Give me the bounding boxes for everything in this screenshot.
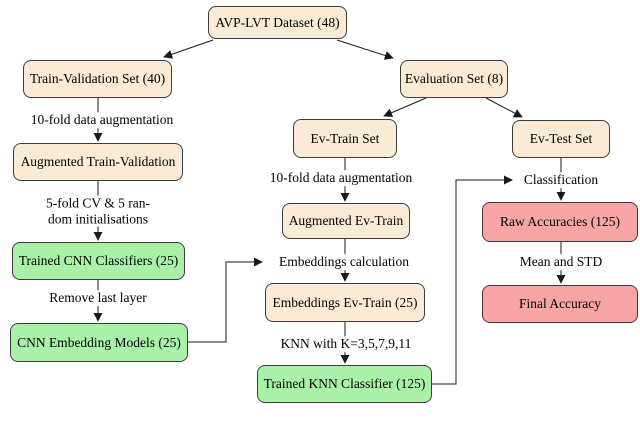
edge-label-mean-std: Mean and STD [516, 254, 606, 270]
node-label: CNN Embedding Models (25) [17, 334, 181, 350]
node-augmented-ev-train: Augmented Ev-Train [282, 203, 410, 239]
node-evaluation-set: Evaluation Set (8) [400, 60, 508, 98]
edge-label-classification: Classification [520, 172, 602, 188]
edge-label-cv-initialisations: 5-fold CV & 5 ran- dom initialisations [43, 195, 153, 227]
edge-label-remove-last-layer: Remove last layer [46, 290, 150, 306]
node-embeddings-ev-train: Embeddings Ev-Train (25) [265, 283, 425, 322]
node-label: Trained KNN Classifier (125) [263, 376, 426, 392]
node-label: AVP-LVT Dataset (48) [215, 14, 340, 30]
node-trained-knn-classifier: Trained KNN Classifier (125) [257, 365, 432, 403]
node-label: Augmented Train-Validation [20, 154, 176, 170]
edge-label-ev-augmentation: 10-fold data augmentation [266, 170, 416, 186]
node-label: Final Accuracy [518, 296, 602, 312]
edge-label-line: dom initialisations [47, 211, 149, 226]
edge-embedding-models-to-embeddings-calculation [188, 257, 263, 343]
node-label: Ev-Test Set [529, 131, 593, 147]
edge-evaluation-to-ev-test [485, 97, 523, 118]
node-raw-accuracies: Raw Accuracies (125) [482, 202, 638, 242]
edge-label-tv-augmentation: 10-fold data augmentation [27, 112, 177, 128]
node-label: Ev-Train Set [310, 130, 380, 146]
edge-label-line: 5-fold CV & 5 ran- [46, 195, 150, 211]
edge-dataset-to-evaluation [336, 39, 394, 60]
edge-label-knn-k: KNN with K=3,5,7,9,11 [277, 336, 415, 352]
node-ev-test-set: Ev-Test Set [512, 120, 610, 158]
edge-knn-to-classification [432, 175, 513, 385]
node-label: Evaluation Set (8) [404, 71, 504, 87]
node-label: Embeddings Ev-Train (25) [272, 294, 418, 310]
node-final-accuracy: Final Accuracy [482, 285, 638, 323]
node-label: Trained CNN Classifiers (25) [18, 253, 179, 269]
node-train-validation-set: Train-Validation Set (40) [23, 60, 172, 98]
node-label: Augmented Ev-Train [288, 213, 404, 229]
edge-evaluation-to-ev-train [383, 97, 427, 117]
node-label: Train-Validation Set (40) [29, 71, 166, 87]
node-label: Raw Accuracies (125) [500, 214, 620, 230]
edge-dataset-to-train-validation [163, 39, 214, 59]
edge-label-embeddings-calculation: Embeddings calculation [275, 254, 413, 270]
node-augmented-train-validation: Augmented Train-Validation [13, 143, 183, 181]
node-cnn-embedding-models: CNN Embedding Models (25) [10, 323, 188, 362]
node-trained-cnn-classifiers: Trained CNN Classifiers (25) [12, 242, 185, 280]
node-ev-train-set: Ev-Train Set [293, 119, 397, 158]
node-avp-lvt-dataset: AVP-LVT Dataset (48) [208, 6, 347, 39]
